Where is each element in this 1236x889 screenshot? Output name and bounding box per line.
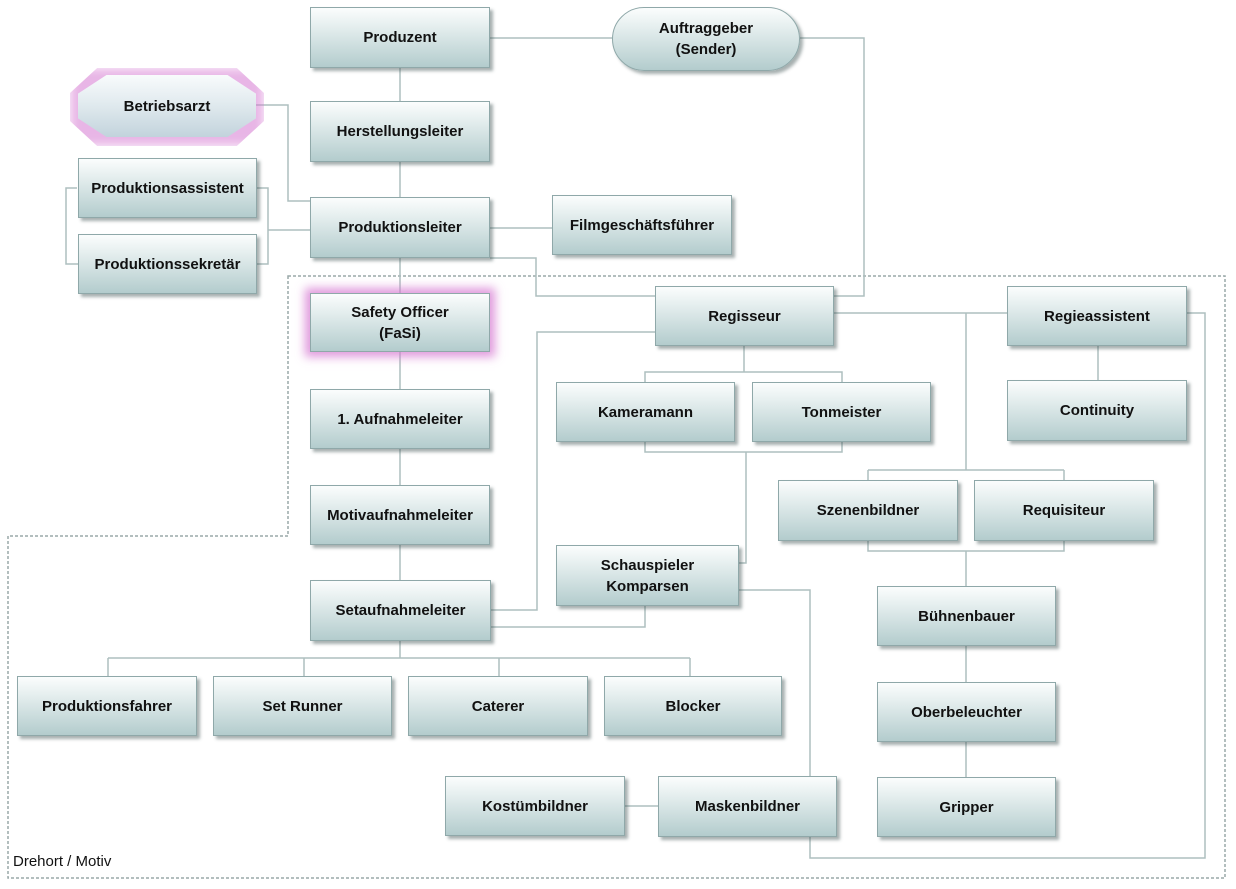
regieassistent-box[interactable]: Regieassistent	[1007, 286, 1187, 346]
produktionsfahrer-box[interactable]: Produktionsfahrer	[17, 676, 197, 736]
motivaufnahmeleiter-box[interactable]: Motivaufnahmeleiter	[310, 485, 490, 545]
gripper-box[interactable]: Gripper	[877, 777, 1056, 837]
zone-label: Drehort / Motiv	[13, 853, 112, 870]
kameramann-box[interactable]: Kameramann	[556, 382, 735, 442]
produktionsassistent-box[interactable]: Produktionsassistent	[78, 158, 257, 218]
filmgeschaeftsfuehrer-box[interactable]: Filmgeschäftsführer	[552, 195, 732, 255]
aufnahmeleiter-1-box[interactable]: 1. Aufnahmeleiter	[310, 389, 490, 449]
blocker-box[interactable]: Blocker	[604, 676, 782, 736]
produktionssekretaer-box[interactable]: Produktionssekretär	[78, 234, 257, 294]
set-runner-box[interactable]: Set Runner	[213, 676, 392, 736]
szenenbildner-box[interactable]: Szenenbildner	[778, 480, 958, 541]
caterer-box[interactable]: Caterer	[408, 676, 588, 736]
oberbeleuchter-box[interactable]: Oberbeleuchter	[877, 682, 1056, 742]
schauspieler-box[interactable]: Schauspieler Komparsen	[556, 545, 739, 606]
setaufnahmeleiter-box[interactable]: Setaufnahmeleiter	[310, 580, 491, 641]
auftraggeber-box[interactable]: Auftraggeber (Sender)	[612, 7, 800, 71]
zone-boundary	[7, 275, 1226, 879]
buehnenbauer-box[interactable]: Bühnenbauer	[877, 586, 1056, 646]
regisseur-box[interactable]: Regisseur	[655, 286, 834, 346]
safety-officer-box[interactable]: Safety Officer (FaSi)	[310, 293, 490, 352]
maskenbildner-box[interactable]: Maskenbildner	[658, 776, 837, 837]
kostuembildner-box[interactable]: Kostümbildner	[445, 776, 625, 836]
produzent-box[interactable]: Produzent	[310, 7, 490, 68]
tonmeister-box[interactable]: Tonmeister	[752, 382, 931, 442]
continuity-box[interactable]: Continuity	[1007, 380, 1187, 441]
betriebsarzt-box[interactable]: Betriebsarzt	[78, 75, 256, 137]
herstellungsleiter-box[interactable]: Herstellungsleiter	[310, 101, 490, 162]
produktionsleiter-box[interactable]: Produktionsleiter	[310, 197, 490, 258]
requisiteur-box[interactable]: Requisiteur	[974, 480, 1154, 541]
